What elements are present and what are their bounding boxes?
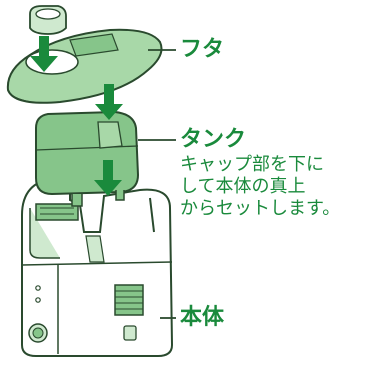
switch (123, 325, 137, 341)
instruction-line: して本体の真上 (180, 176, 306, 197)
arrow-down-icon (30, 36, 58, 72)
body-label: 本体 (180, 305, 225, 330)
indicator-light (35, 297, 41, 303)
cap-illustration (29, 5, 67, 35)
lid-illustration (6, 28, 163, 104)
vent-grille (114, 284, 144, 316)
tank-label: タンク (180, 127, 247, 152)
tank-illustration (35, 110, 140, 207)
arrow-down-icon (94, 160, 122, 196)
lid-label: フタ (180, 37, 225, 62)
main-unit-illustration (21, 177, 174, 357)
arrow-down-icon (95, 84, 123, 120)
instruction-line: キャップ部を下に (180, 154, 324, 175)
power-knob (28, 323, 48, 343)
instruction-line: からセットします。 (180, 198, 341, 219)
tank-instruction-text: キャップ部を下に して本体の真上 からセットします。 (180, 154, 340, 220)
indicator-light (35, 285, 41, 291)
